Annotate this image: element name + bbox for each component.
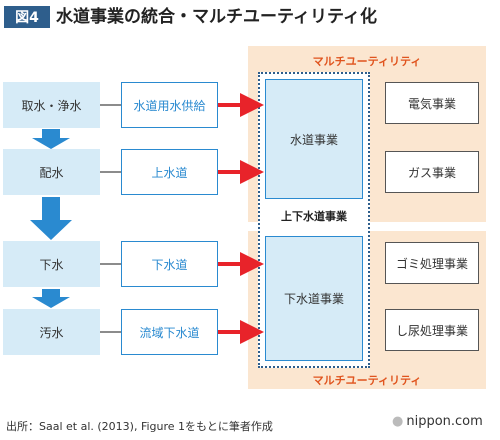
integration-label: 上下水道事業	[281, 210, 347, 223]
electricity-business-box: 電気事業	[385, 82, 479, 124]
process-sewage: 下水	[3, 241, 100, 287]
figure-number-badge: 図4	[4, 6, 50, 28]
gray-connector-lines	[100, 104, 121, 333]
service-regional-sewerage: 流域下水道	[121, 309, 218, 355]
figure-title: 水道事業の統合・マルチユーティリティ化	[56, 7, 377, 27]
night-soil-business-box: し尿処理事業	[385, 309, 479, 351]
gas-business-box: ガス事業	[385, 151, 479, 193]
down-arrow-3	[32, 289, 70, 308]
process-intake-purification: 取水・浄水	[3, 82, 100, 128]
multi-utility-label-bottom: マルチユーティリティ	[312, 374, 422, 387]
process-distribution: 配水	[3, 149, 100, 195]
multi-utility-label-top: マルチユーティリティ	[312, 55, 422, 68]
service-sewerage: 下水道	[121, 241, 218, 287]
process-wastewater: 汚水	[3, 309, 100, 355]
service-bulk-water-supply: 水道用水供給	[121, 82, 218, 128]
water-business-box: 水道事業	[265, 79, 363, 199]
service-water-supply: 上水道	[121, 149, 218, 195]
sewer-business-box: 下水道事業	[265, 236, 363, 361]
down-arrow-1	[32, 129, 70, 149]
brand-logo: ● nippon.com	[392, 414, 483, 429]
blue-down-arrows	[30, 129, 72, 308]
waste-business-box: ゴミ処理事業	[385, 242, 479, 284]
brand-mark-icon: ●	[392, 414, 404, 429]
down-arrow-2	[30, 197, 72, 240]
red-arrows	[218, 93, 264, 344]
source-note: 出所：Saal et al. (2013), Figure 1をもとに筆者作成	[6, 420, 273, 433]
brand-text: nippon.com	[406, 414, 483, 429]
